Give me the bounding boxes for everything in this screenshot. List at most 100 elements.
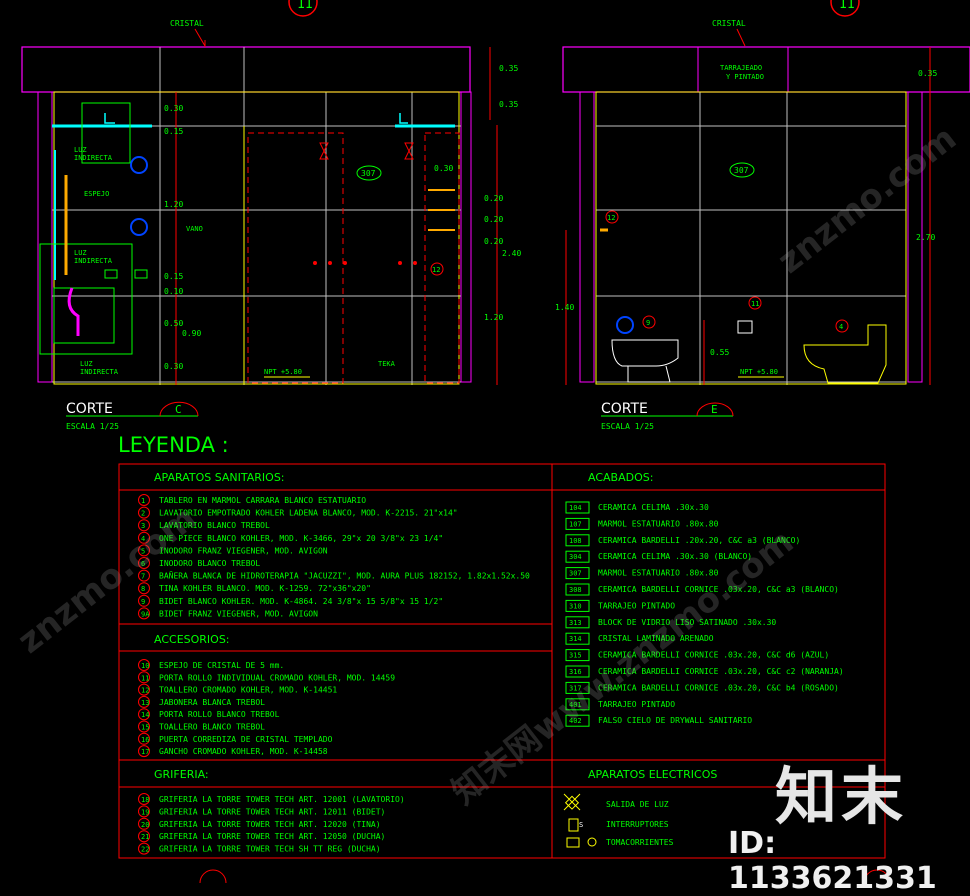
axis-bubble	[288, 0, 318, 17]
dim: 0.30	[164, 104, 183, 113]
item-text: CERAMICA BARDELLI CORNICE .03x.20, C&C b…	[598, 683, 839, 692]
legend-item: 9A BIDET FRANZ VIEGENER, MOD. AVIGON	[138, 607, 318, 620]
item-number: 304	[569, 553, 582, 561]
left-elevation: 11 CRISTAL	[21, 0, 521, 431]
svg-text:S: S	[579, 821, 583, 829]
view-title: CORTE	[601, 401, 648, 417]
dim: 0.50	[164, 319, 183, 328]
item-text: MARMOL ESTATUARIO .80x.80	[598, 519, 719, 528]
item-number: 1	[141, 497, 145, 505]
item-text: PORTA ROLLO INDIVIDUAL CROMADO KOHLER, M…	[159, 673, 395, 682]
item-tag: 12	[432, 266, 440, 274]
item-number: 308	[569, 586, 582, 594]
note: Y PINTADO	[726, 73, 764, 81]
item-number: 107	[569, 520, 582, 528]
item-text: BAÑERA BLANCA DE HIDROTERAPIA "JACUZZI",…	[159, 571, 530, 581]
item-text: LAVATORIO EMPOTRADO KOHLER LADENA BLANCO…	[159, 509, 458, 518]
item-text: TARRAJEO PINTADO	[598, 601, 675, 610]
item-number: 401	[569, 701, 582, 709]
item-number: 2	[141, 510, 145, 518]
item-text: GRIFERIA LA TORRE TOWER TECH ART. 12011 …	[159, 807, 385, 816]
socket-icon	[566, 837, 597, 848]
item-text: FALSO CIELO DE DRYWALL SANITARIO	[598, 716, 752, 725]
section-letter: C	[175, 403, 182, 416]
item-number: 20	[141, 821, 149, 829]
dim: 0.20	[484, 215, 503, 224]
item-text: BLOCK DE VIDRIO LISO SATINADO .30x.30	[598, 618, 776, 627]
item-text: INODORO BLANCO TREBOL	[159, 559, 260, 568]
item-text: PORTA ROLLO BLANCO TREBOL	[159, 710, 280, 719]
item-number: 10	[141, 662, 149, 670]
section-header: APARATOS ELECTRICOS	[588, 768, 717, 781]
dim: 0.15	[164, 127, 183, 136]
dim: 0.55	[710, 348, 729, 357]
label: ESPEJO	[84, 190, 109, 198]
electric-item: INTERRUPTORES	[606, 820, 669, 829]
item-number: 310	[569, 602, 582, 610]
finish-tag: 307	[361, 169, 376, 178]
axis-bubble	[830, 0, 860, 17]
dim: 0.15	[164, 272, 183, 281]
item-text: TABLERO EN MARMOL CARRARA BLANCO ESTATUA…	[159, 496, 366, 505]
item-number: 13	[141, 699, 149, 707]
item-text: BIDET FRANZ VIEGENER, MOD. AVIGON	[159, 609, 318, 618]
dim: 2.40	[502, 249, 521, 258]
item-number: 12	[141, 687, 149, 695]
dim: 0.20	[484, 194, 503, 203]
item-text: MARMOL ESTATUARIO .80x.80	[598, 569, 719, 578]
item-text: TOALLERO CROMADO KOHLER, MOD. K-14451	[159, 686, 337, 695]
dim: 0.10	[164, 287, 183, 296]
legend-title: LEYENDA :	[118, 433, 229, 457]
electric-item: SALIDA DE LUZ	[606, 800, 669, 809]
top-label: CRISTAL	[170, 19, 204, 28]
section-letter: E	[711, 403, 718, 416]
item-number: 307	[569, 570, 582, 578]
item-number: 3	[141, 522, 145, 530]
label: TEKA	[378, 360, 396, 368]
item-text: GRIFERIA LA TORRE TOWER TECH ART. 12001 …	[159, 795, 405, 804]
item-number: 21	[141, 833, 149, 841]
section-header: APARATOS SANITARIOS:	[154, 471, 285, 484]
scale-label: ESCALA 1/25	[601, 422, 654, 431]
item-text: TINA KOHLER BLANCO. MOD. K-1259. 72"x36"…	[159, 584, 371, 593]
item-text: ONE PIECE BLANCO KOHLER, MOD. K-3466, 29…	[159, 534, 443, 543]
item-text: TARRAJEO PINTADO	[598, 700, 675, 709]
item-tag: 11	[751, 300, 759, 308]
label: INDIRECTA	[74, 257, 113, 265]
item-text: GANCHO CROMADO KOHLER, MOD. K-14458	[159, 747, 328, 756]
legend-item: 307 MARMOL ESTATUARIO .80x.80	[565, 567, 719, 580]
item-text: ESPEJO DE CRISTAL DE 5 mm.	[159, 661, 284, 670]
dim: 0.35	[499, 100, 518, 109]
sanitarios-list: 1 TABLERO EN MARMOL CARRARA BLANCO ESTATU…	[138, 494, 530, 620]
dim: 0.35	[499, 64, 518, 73]
view-title: CORTE	[66, 401, 113, 417]
section-header: ACCESORIOS:	[154, 633, 230, 646]
electric-item: TOMACORRIENTES	[606, 838, 674, 847]
watermark-logo: 知末	[775, 760, 908, 833]
legend-item: 1 TABLERO EN MARMOL CARRARA BLANCO ESTATU…	[138, 494, 366, 506]
item-number: 315	[569, 652, 582, 660]
item-number: 9A	[141, 610, 150, 618]
item-tag: 4	[839, 323, 843, 331]
light-outlet-icon	[563, 793, 581, 811]
item-text: CERAMICA BARDELLI CORNICE .03x.20, C&C c…	[598, 667, 844, 676]
dim: 0.30	[434, 164, 453, 173]
